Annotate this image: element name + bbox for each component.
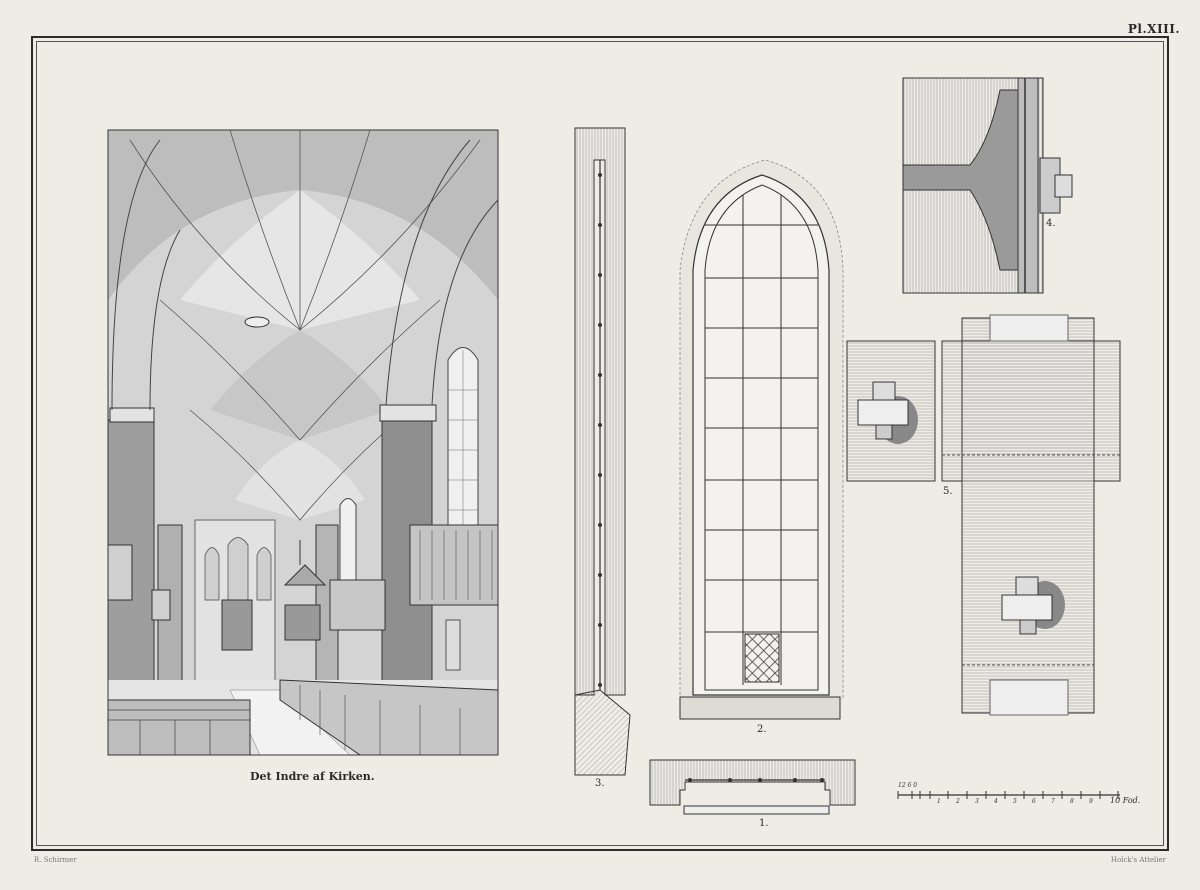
credit-artist: R. Schirmer — [34, 856, 77, 864]
scale-number: 2 — [956, 798, 960, 805]
plate-border — [31, 36, 1169, 851]
scale-end-label: 10 Fod. — [1110, 796, 1141, 805]
fig3-window-section — [574, 127, 631, 776]
scale-number: 9 — [1089, 798, 1093, 805]
fig4-detail-section — [902, 77, 1073, 294]
scale-number: 5 — [1013, 798, 1017, 805]
fig1-label: 1. — [759, 818, 769, 829]
fig5-detail-plan — [846, 314, 1121, 716]
scale-number: 7 — [1051, 798, 1055, 805]
scale-number: 1 — [937, 798, 941, 805]
scale-number: 6 — [1032, 798, 1036, 805]
plate-inner-border — [36, 41, 1164, 846]
scale-number: 8 — [1070, 798, 1074, 805]
fig3-label: 3. — [595, 778, 605, 789]
scale-number: 4 — [994, 798, 998, 805]
interior-caption: Det Indre af Kirken. — [250, 770, 375, 783]
fig1-window-plan — [649, 759, 856, 815]
scale-small-numbers: 12 6 0 — [898, 782, 918, 789]
fig2-label: 2. — [757, 724, 767, 735]
scale-bar — [897, 791, 1120, 799]
credit-atelier: Holck's Attelier — [1110, 856, 1166, 864]
church-interior-view — [107, 129, 499, 756]
scale-number: 3 — [975, 798, 979, 805]
fig5-label: 5. — [943, 486, 953, 497]
fig4-label: 4. — [1046, 218, 1056, 229]
plate-number: Pl.XIII. — [1127, 22, 1180, 36]
fig2-window-elevation — [679, 159, 844, 720]
